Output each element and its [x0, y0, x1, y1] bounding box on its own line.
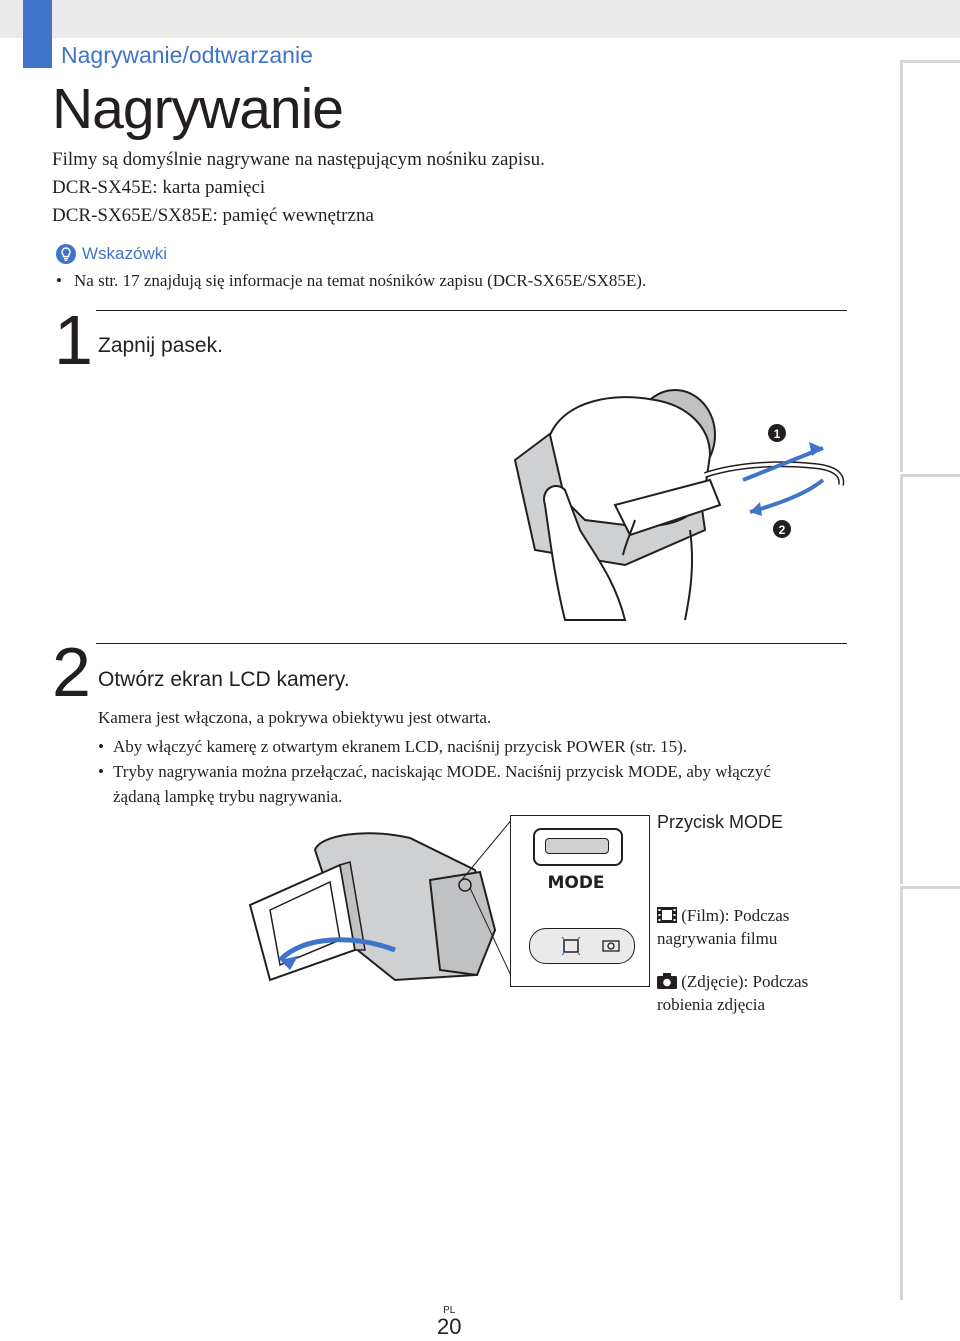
mode-button[interactable] — [533, 828, 623, 866]
step1-title: Zapnij pasek. — [98, 334, 223, 357]
header-bar — [0, 0, 960, 38]
lightbulb-icon — [56, 244, 76, 264]
page-number: 20 — [437, 1314, 462, 1339]
camera-icon — [657, 973, 677, 989]
step1-number: 1 — [54, 301, 93, 379]
step2-number: 2 — [52, 633, 91, 711]
step2-text: Kamera jest włączona, a pokrywa obiektyw… — [98, 708, 492, 727]
mode-button-caption: Przycisk MODE — [657, 812, 783, 832]
section-title[interactable]: Nagrywanie/odtwarzanie — [61, 42, 313, 68]
hints-header: Wskazówki — [56, 244, 167, 264]
film-icon — [657, 907, 677, 923]
step1-marker-1: 1 — [774, 427, 781, 441]
mode-panel: MODE — [510, 815, 650, 987]
film-lamp-icon — [561, 936, 581, 956]
hint-text[interactable]: Na str. 17 znajdują się informacje na te… — [74, 271, 647, 290]
side-tabs — [900, 60, 960, 1300]
list-item: Tryby nagrywania można przełączać, nacis… — [98, 759, 771, 809]
step1-marker-2: 2 — [779, 523, 786, 537]
photo-mode-description: (Zdjęcie): Podczas robienia zdjęcia — [657, 972, 809, 1014]
section-marker — [23, 0, 52, 68]
step1-divider — [96, 310, 847, 311]
intro-text: Filmy są domyślnie nagrywane na następuj… — [52, 146, 545, 230]
page-title: Nagrywanie — [52, 77, 344, 141]
intro-line: DCR-SX45E: karta pamięci — [52, 177, 266, 198]
page-language: PL — [443, 1305, 456, 1316]
side-tab[interactable] — [900, 60, 960, 472]
list-item[interactable]: Aby włączyć kamerę z otwartym ekranem LC… — [98, 734, 771, 759]
step2-title: Otwórz ekran LCD kamery. — [98, 668, 350, 691]
intro-line: Filmy są domyślnie nagrywane na następuj… — [52, 149, 545, 170]
strap-illustration: 1 2 — [513, 389, 845, 621]
step2-bullets: Aby włączyć kamerę z otwartym ekranem LC… — [98, 734, 771, 809]
intro-line: DCR-SX65E/SX85E: pamięć wewnętrzna — [52, 205, 374, 226]
page-footer: PL 20 — [437, 1305, 461, 1338]
side-tab[interactable] — [900, 474, 960, 884]
side-tab[interactable] — [900, 886, 960, 1300]
camera-lamp-icon — [602, 940, 620, 952]
hints-label: Wskazówki — [82, 244, 168, 263]
camera-lcd-illustration — [248, 817, 514, 982]
film-mode-description: (Film): Podczas nagrywania filmu — [657, 906, 790, 948]
mode-lamp-strip — [529, 928, 635, 964]
hint-item: •Na str. 17 znajdują się informacje na t… — [56, 271, 647, 290]
step2-divider — [96, 643, 847, 644]
mode-button-label: MODE — [547, 873, 605, 893]
